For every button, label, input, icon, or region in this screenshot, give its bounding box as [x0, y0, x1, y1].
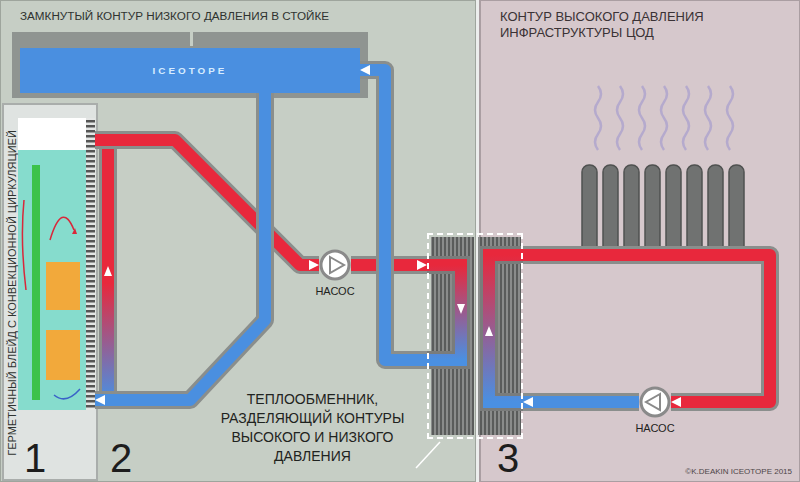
tank-frame [190, 32, 193, 46]
blade-housing [86, 118, 95, 410]
heat-exchanger: ТЕПЛООБМЕННИК, РАЗДЕЛЯЮЩИЙ КОНТУРЫ ВЫСОК… [427, 233, 523, 439]
pipe-flow [523, 255, 770, 402]
cold-plate-pipe [99, 140, 117, 400]
heat-waves [595, 86, 601, 150]
callout-number: 3 [497, 436, 519, 480]
heat-waves [683, 86, 689, 150]
pipe-flow [523, 396, 639, 408]
blade-housing [18, 150, 86, 410]
blade-housing [3, 104, 97, 480]
blade-housing [18, 118, 86, 410]
copyright-note: ©K.DEAKIN ICEOTOPE 2015 [685, 467, 792, 477]
radiator-fins [708, 165, 723, 260]
pump: НАСОС [319, 249, 351, 281]
callout-number: 1 [24, 436, 46, 480]
label-anchor: 1 [24, 436, 46, 480]
pipe-wall [95, 140, 319, 265]
blade-housing [3, 104, 97, 480]
callout-number: 2 [110, 436, 132, 480]
coolant-tank: ICEOTOPE [20, 48, 360, 93]
cold-plate-pipe [104, 266, 112, 276]
pipe-wall [523, 255, 770, 402]
cold-plate-pipe [102, 140, 114, 400]
radiator-fins [666, 165, 681, 260]
sealed-blade-text: ГЕРМЕТИЧНЫЙ БЛЕЙД С КОНВЕКЦИОННОЙ ЦИРКУЛ… [6, 113, 18, 473]
panel-ground [0, 0, 476, 482]
sealed-blade: ГЕРМЕТИЧНЫЙ БЛЕЙД С КОНВЕКЦИОННОЙ ЦИРКУЛ… [5, 105, 95, 480]
radiator-fins [582, 165, 597, 260]
pump-symbol [639, 386, 671, 418]
pipe-flow [95, 93, 265, 400]
tank-frame [20, 48, 360, 93]
blade-housing [32, 165, 40, 400]
exchanger-plates [485, 326, 493, 336]
leader-line [416, 442, 440, 468]
pipe-connector [95, 140, 319, 265]
exchanger-plates [457, 304, 465, 314]
rack-panel-text: ЗАМКНУТЫЙ КОНТУР НИЗКОГО ДАВЛЕНИЯ В СТОЙ… [20, 9, 495, 22]
heat-waves [617, 86, 623, 150]
pump-text: НАСОС [305, 285, 365, 297]
pipe-connector [95, 93, 265, 400]
radiator-fins [645, 165, 660, 260]
exchanger-plates [427, 237, 523, 435]
pipe-flow [360, 70, 427, 360]
blade-housing [54, 389, 80, 399]
heat-exchanger-text: ТЕПЛООБМЕННИК, РАЗДЕЛЯЮЩИЙ КОНТУРЫ ВЫСОК… [210, 390, 415, 466]
exchanger-plates [427, 265, 461, 360]
radiator-fins [603, 165, 618, 260]
heat-waves [727, 86, 733, 150]
heat-waves [595, 86, 733, 150]
pipe-wall [360, 70, 427, 360]
pump-body [641, 388, 669, 416]
pump-symbol [319, 249, 351, 281]
pipe-wall [523, 393, 639, 411]
pipe-connector [523, 255, 770, 402]
tank-frame [12, 32, 368, 98]
label-anchor: 2 [110, 436, 132, 480]
radiator-fins [729, 165, 744, 260]
heat-waves [661, 86, 667, 150]
pump: НАСОС [639, 386, 671, 418]
radiator-fins [582, 165, 744, 260]
exchanger-plates [427, 265, 461, 360]
leader-line [416, 442, 440, 468]
label-anchor: ©K.DEAKIN ICEOTOPE 2015 [685, 467, 792, 477]
pipe-flow [95, 140, 319, 265]
blade-housing [72, 228, 77, 234]
tank-frame [12, 32, 368, 98]
cold-plate-pipe [104, 140, 112, 400]
label-anchor: 3 [497, 436, 519, 480]
facility-panel-text: КОНТУР ВЫСОКОГО ДАВЛЕНИЯ ИНФРАСТРУКТУРЫ … [500, 9, 755, 41]
pump-body [321, 251, 349, 279]
blade-housing [46, 262, 80, 310]
panel-ground [480, 0, 800, 482]
blade-housing [50, 217, 74, 240]
heat-waves [639, 86, 645, 150]
pump-arrow [330, 257, 344, 273]
pipe-connector [360, 70, 427, 360]
exchanger-plates [489, 255, 523, 402]
heat-waves [705, 86, 711, 150]
pipe-connector [523, 402, 639, 403]
coolant-tank-text: ICEOTOPE [20, 48, 360, 93]
rack-panel: ЗАМКНУТЫЙ КОНТУР НИЗКОГО ДАВЛЕНИЯ В СТОЙ… [0, 0, 475, 482]
exchanger-plates [489, 255, 523, 402]
radiator-fins [687, 165, 702, 260]
blade-housing [46, 330, 80, 380]
facility-panel: КОНТУР ВЫСОКОГО ДАВЛЕНИЯ ИНФРАСТРУКТУРЫ … [480, 0, 800, 482]
blade-housing [22, 200, 26, 290]
pump-arrow [646, 394, 660, 410]
radiator-fins [624, 165, 639, 260]
pump-text: НАСОС [625, 422, 685, 434]
pipe-wall [95, 93, 265, 400]
